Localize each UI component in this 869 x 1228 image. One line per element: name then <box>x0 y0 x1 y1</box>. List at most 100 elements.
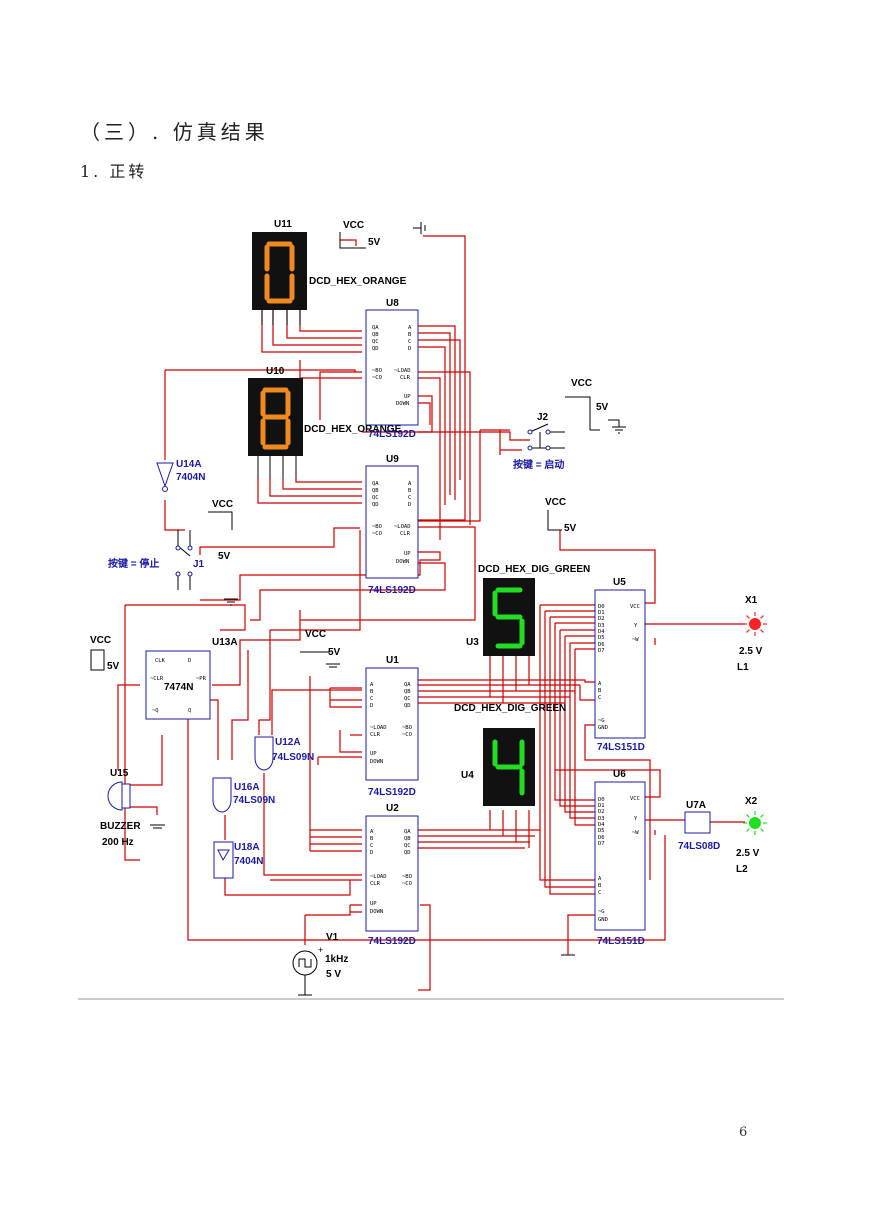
svg-text:74LS192D: 74LS192D <box>368 936 416 947</box>
svg-text:U6: U6 <box>613 769 626 780</box>
svg-text:~Q: ~Q <box>152 708 159 714</box>
svg-text:VCC: VCC <box>571 378 592 389</box>
svg-text:QC: QC <box>404 843 411 849</box>
svg-text:~CLR: ~CLR <box>150 676 164 682</box>
svg-text:7404N: 7404N <box>234 856 263 867</box>
svg-text:B: B <box>408 488 412 494</box>
svg-text:A: A <box>370 682 374 688</box>
svg-text:~LOAD: ~LOAD <box>370 874 387 880</box>
svg-text:DOWN: DOWN <box>370 909 383 915</box>
svg-text:D7: D7 <box>598 648 605 654</box>
svg-text:D1: D1 <box>598 610 605 616</box>
display-u4: DCD_HEX_DIG_GREEN U4 <box>454 703 566 806</box>
chip-u6: U6 74LS151D D0 D1 D2 D3 D4 D5 D6 D7 A B … <box>594 769 646 947</box>
svg-text:~G: ~G <box>598 718 605 724</box>
subsection-heading: 1. 正转 <box>80 162 148 181</box>
svg-text:~CO: ~CO <box>402 732 412 738</box>
svg-text:CLK: CLK <box>155 658 166 664</box>
svg-text:D3: D3 <box>598 623 605 629</box>
svg-text:5 V: 5 V <box>326 969 341 980</box>
svg-text:X2: X2 <box>745 796 758 807</box>
svg-text:U16A: U16A <box>234 782 260 793</box>
switch-j2: J2 按键 = 启动 <box>513 412 565 471</box>
svg-text:GND: GND <box>598 917 608 923</box>
svg-text:QC: QC <box>404 696 411 702</box>
page-number: 6 <box>739 1125 748 1140</box>
gate-u12a: U12A 74LS09N <box>254 736 314 771</box>
svg-text:C: C <box>408 495 411 501</box>
svg-text:Q: Q <box>188 708 191 714</box>
svg-text:J2: J2 <box>537 412 549 423</box>
svg-text:D6: D6 <box>598 835 605 841</box>
5v-label: 5V <box>368 237 381 248</box>
svg-text:~LOAD: ~LOAD <box>370 725 387 731</box>
svg-text:L2: L2 <box>736 864 748 875</box>
power-symbols: VCC 5V VCC 5V VCC 5V VCC 5V VCC 5V VCC 5… <box>90 220 626 996</box>
svg-text:2.5 V: 2.5 V <box>736 848 760 859</box>
svg-text:GND: GND <box>598 725 608 731</box>
svg-text:74LS151D: 74LS151D <box>597 936 645 947</box>
display-u10: U10 DCD_HEX_ORANGE <box>248 366 402 478</box>
svg-text:VCC: VCC <box>212 499 233 510</box>
svg-text:C: C <box>370 843 373 849</box>
svg-text:按键 = 停止: 按键 = 停止 <box>108 557 159 570</box>
svg-text:U12A: U12A <box>275 737 301 748</box>
svg-text:QA: QA <box>404 829 411 835</box>
svg-text:VCC: VCC <box>545 497 566 508</box>
svg-text:74LS192D: 74LS192D <box>368 787 416 798</box>
svg-text:Y: Y <box>634 623 638 629</box>
svg-text:UP: UP <box>404 551 411 557</box>
svg-text:~G: ~G <box>598 909 605 915</box>
svg-text:D3: D3 <box>598 816 605 822</box>
svg-text:74LS192D: 74LS192D <box>368 585 416 596</box>
svg-text:QC: QC <box>372 495 379 501</box>
gate-u16a: U16A 74LS09N <box>212 777 275 813</box>
svg-text:CLR: CLR <box>400 531 411 537</box>
svg-text:QA: QA <box>404 682 411 688</box>
svg-text:VCC: VCC <box>630 796 640 802</box>
svg-text:~LOAD: ~LOAD <box>394 524 411 530</box>
svg-text:C: C <box>408 339 411 345</box>
svg-text:5V: 5V <box>328 647 341 658</box>
svg-text:J1: J1 <box>193 559 205 570</box>
svg-text:~BO: ~BO <box>372 524 382 530</box>
svg-text:C: C <box>598 695 601 701</box>
svg-text:74LS09N: 74LS09N <box>272 752 314 763</box>
svg-text:D: D <box>370 850 373 856</box>
svg-text:按键 = 启动: 按键 = 启动 <box>513 458 564 471</box>
svg-text:D4: D4 <box>598 629 605 635</box>
svg-text:+: + <box>318 945 323 955</box>
svg-text:B: B <box>370 689 374 695</box>
svg-text:VCC: VCC <box>630 604 640 610</box>
svg-text:QD: QD <box>404 850 411 856</box>
svg-text:74LS09N: 74LS09N <box>233 795 275 806</box>
gate-u18a: U18A 7404N <box>213 841 263 879</box>
gate-u7a: U7A 74LS08D <box>678 800 720 852</box>
svg-text:A: A <box>408 325 412 331</box>
svg-text:A: A <box>370 829 374 835</box>
svg-text:C: C <box>598 890 601 896</box>
svg-text:UP: UP <box>370 901 377 907</box>
svg-text:C: C <box>370 696 373 702</box>
svg-text:Y: Y <box>634 816 638 822</box>
chip-192-pin-labels: QA QB QC QD ~BO ~CO A B C D ~LOAD CLR UP… <box>370 325 412 915</box>
svg-text:5V: 5V <box>564 523 577 534</box>
svg-text:D4: D4 <box>598 822 605 828</box>
display-u3: DCD_HEX_DIG_GREEN U3 <box>466 564 590 656</box>
svg-text:V1: V1 <box>326 932 339 943</box>
svg-text:1kHz: 1kHz <box>325 954 348 965</box>
svg-text:VCC: VCC <box>305 629 326 640</box>
chip-u2: U2 74LS192D <box>365 803 419 947</box>
svg-text:U18A: U18A <box>234 842 260 853</box>
svg-text:QB: QB <box>404 689 411 695</box>
svg-text:74LS192D: 74LS192D <box>368 429 416 440</box>
svg-text:D: D <box>370 703 373 709</box>
svg-text:D: D <box>188 658 191 664</box>
svg-text:DOWN: DOWN <box>396 401 409 407</box>
svg-text:U4: U4 <box>461 770 474 781</box>
svg-text:QA: QA <box>372 481 379 487</box>
svg-text:5V: 5V <box>218 551 231 562</box>
svg-text:~LOAD: ~LOAD <box>394 368 411 374</box>
svg-text:BUZZER: BUZZER <box>100 821 141 832</box>
lamp-x1: X1 2.5 V L1 <box>737 595 767 673</box>
